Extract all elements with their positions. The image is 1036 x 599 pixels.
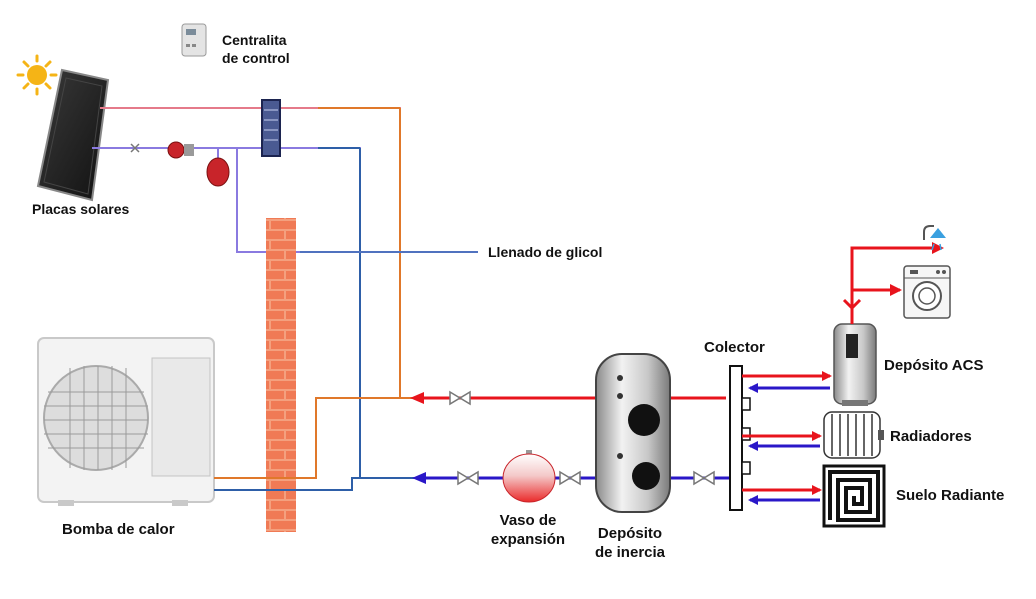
solar-panel-icon: [36, 68, 110, 202]
buffer-tank-label: Depósito de inercia: [580, 524, 680, 562]
control-unit-label-line2: de control: [222, 50, 290, 66]
buffer-tank-label-line2: de inercia: [594, 544, 666, 561]
circulation-pump-icon: [167, 141, 194, 159]
underfloor-heating-icon: [822, 464, 886, 528]
expansion-vessel-label: Vaso de expansión: [478, 511, 578, 549]
heat-exchanger-icon: [261, 99, 281, 157]
expansion-vessel-label-line2: expansión: [490, 531, 566, 548]
valve-icon: [449, 390, 715, 486]
collector-label: Colector: [704, 339, 765, 356]
valve-icon: [130, 143, 140, 153]
buffer-tank-icon: [595, 353, 671, 513]
brick-wall-icon: [266, 218, 296, 532]
sun-icon: [16, 54, 58, 96]
heat-pump-icon: [37, 337, 215, 506]
expansion-vessel-label-line1: Vaso de: [499, 512, 557, 529]
dhw-tank-icon: [833, 323, 877, 406]
glycol-fill-label: Llenado de glicol: [488, 244, 603, 260]
radiator-icon: [823, 411, 884, 459]
buffer-tank-label-line1: Depósito: [597, 525, 663, 542]
collector-icon: [729, 365, 751, 511]
expansion-vessel-icon: [502, 450, 556, 503]
shower-icon: [923, 225, 946, 251]
control-unit-label: Centralita de control: [222, 31, 290, 67]
dhw-tank-label: Depósito ACS: [884, 357, 984, 374]
solar-panels-label: Placas solares: [32, 201, 130, 217]
control-unit-label-line1: Centralita: [222, 32, 287, 48]
washing-machine-icon: [903, 265, 951, 319]
expansion-vessel-icon: [206, 157, 230, 187]
radiators-label: Radiadores: [890, 428, 972, 445]
control-unit-icon: [181, 23, 207, 57]
distribution-lines: [742, 371, 832, 505]
underfloor-label: Suelo Radiante: [896, 487, 1005, 504]
heat-pump-label: Bomba de calor: [62, 521, 175, 538]
